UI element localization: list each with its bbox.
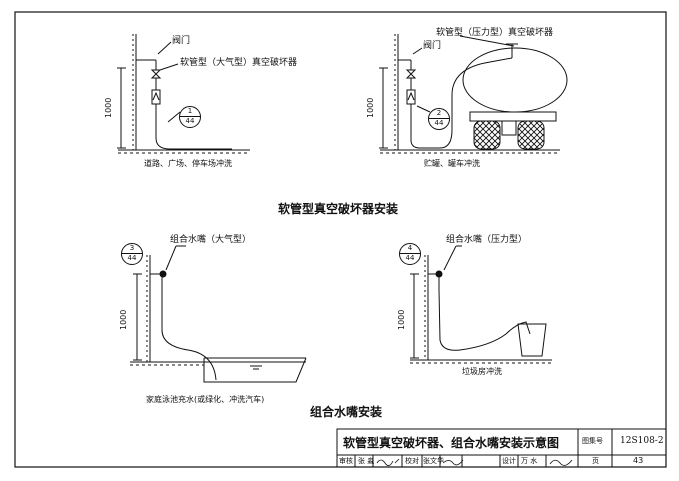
fig1-valve-label: 阀门 bbox=[172, 36, 191, 46]
fig1-ref-top: 1 bbox=[180, 107, 200, 117]
figure-1-drawing bbox=[117, 34, 250, 154]
fig4-dimension: 1000 bbox=[397, 309, 406, 330]
fig4-caption: 垃圾房冲洗 bbox=[462, 367, 502, 376]
fig2-caption: 贮罐、罐车冲洗 bbox=[424, 159, 480, 168]
designer-signature bbox=[549, 459, 573, 466]
page-number: 43 bbox=[633, 456, 644, 465]
fig2-valve-label: 阀门 bbox=[423, 41, 442, 51]
fig3-detail-ref: 3 44 bbox=[121, 243, 143, 265]
reviewer-name: 张 淼 bbox=[358, 457, 375, 465]
fig2-dimension: 1000 bbox=[366, 97, 375, 118]
fig4-detail-ref: 4 44 bbox=[399, 243, 421, 265]
figure-2-drawing bbox=[379, 34, 568, 154]
atlas-no-label: 图集号 bbox=[582, 437, 603, 445]
fig1-ref-bottom: 44 bbox=[185, 117, 195, 125]
drawing-title: 软管型真空破坏器、组合水嘴安装示意图 bbox=[343, 436, 560, 450]
fig4-ref-bottom: 44 bbox=[405, 254, 415, 262]
signature-scribbles bbox=[376, 458, 464, 466]
atlas-no: 12S108-2 bbox=[620, 436, 664, 446]
figure-3-drawing bbox=[130, 245, 307, 383]
fig1-detail-ref: 1 44 bbox=[179, 106, 201, 128]
check-label: 校对 bbox=[405, 457, 419, 465]
fig2-device-label: 软管型（压力型）真空破坏器 bbox=[436, 28, 554, 38]
page-label: 页 bbox=[592, 457, 599, 465]
fig3-dimension: 1000 bbox=[119, 309, 128, 330]
fig3-ref-bottom: 44 bbox=[127, 254, 137, 262]
fig3-nozzle-label: 组合水嘴（大气型） bbox=[170, 235, 252, 245]
fig1-device-label: 软管型（大气型）真空破坏器 bbox=[180, 58, 298, 68]
fig3-ref-top: 3 bbox=[122, 244, 142, 254]
fig4-ref-top: 4 bbox=[400, 244, 420, 254]
designer-name: 万 水 bbox=[521, 457, 538, 465]
fig4-nozzle-label: 组合水嘴（压力型） bbox=[446, 235, 528, 245]
fig1-dimension: 1000 bbox=[104, 97, 113, 118]
fig1-caption: 道路、广场、停车场冲洗 bbox=[144, 159, 232, 168]
fig2-ref-bottom: 44 bbox=[434, 119, 444, 127]
sheet-frame bbox=[14, 11, 667, 468]
fig2-ref-top: 2 bbox=[429, 109, 449, 119]
figure-4-drawing bbox=[410, 245, 552, 364]
design-label: 设计 bbox=[502, 457, 516, 465]
fig3-caption: 家庭泳池充水(或绿化、冲洗汽车) bbox=[146, 395, 265, 404]
title-block-grid bbox=[336, 428, 667, 468]
checker-name: 张文华 bbox=[423, 457, 444, 465]
fig2-detail-ref: 2 44 bbox=[428, 108, 450, 130]
section2-title: 组合水嘴安装 bbox=[310, 405, 383, 419]
review-label: 审核 bbox=[339, 457, 353, 465]
section1-title: 软管型真空破坏器安装 bbox=[278, 202, 399, 216]
